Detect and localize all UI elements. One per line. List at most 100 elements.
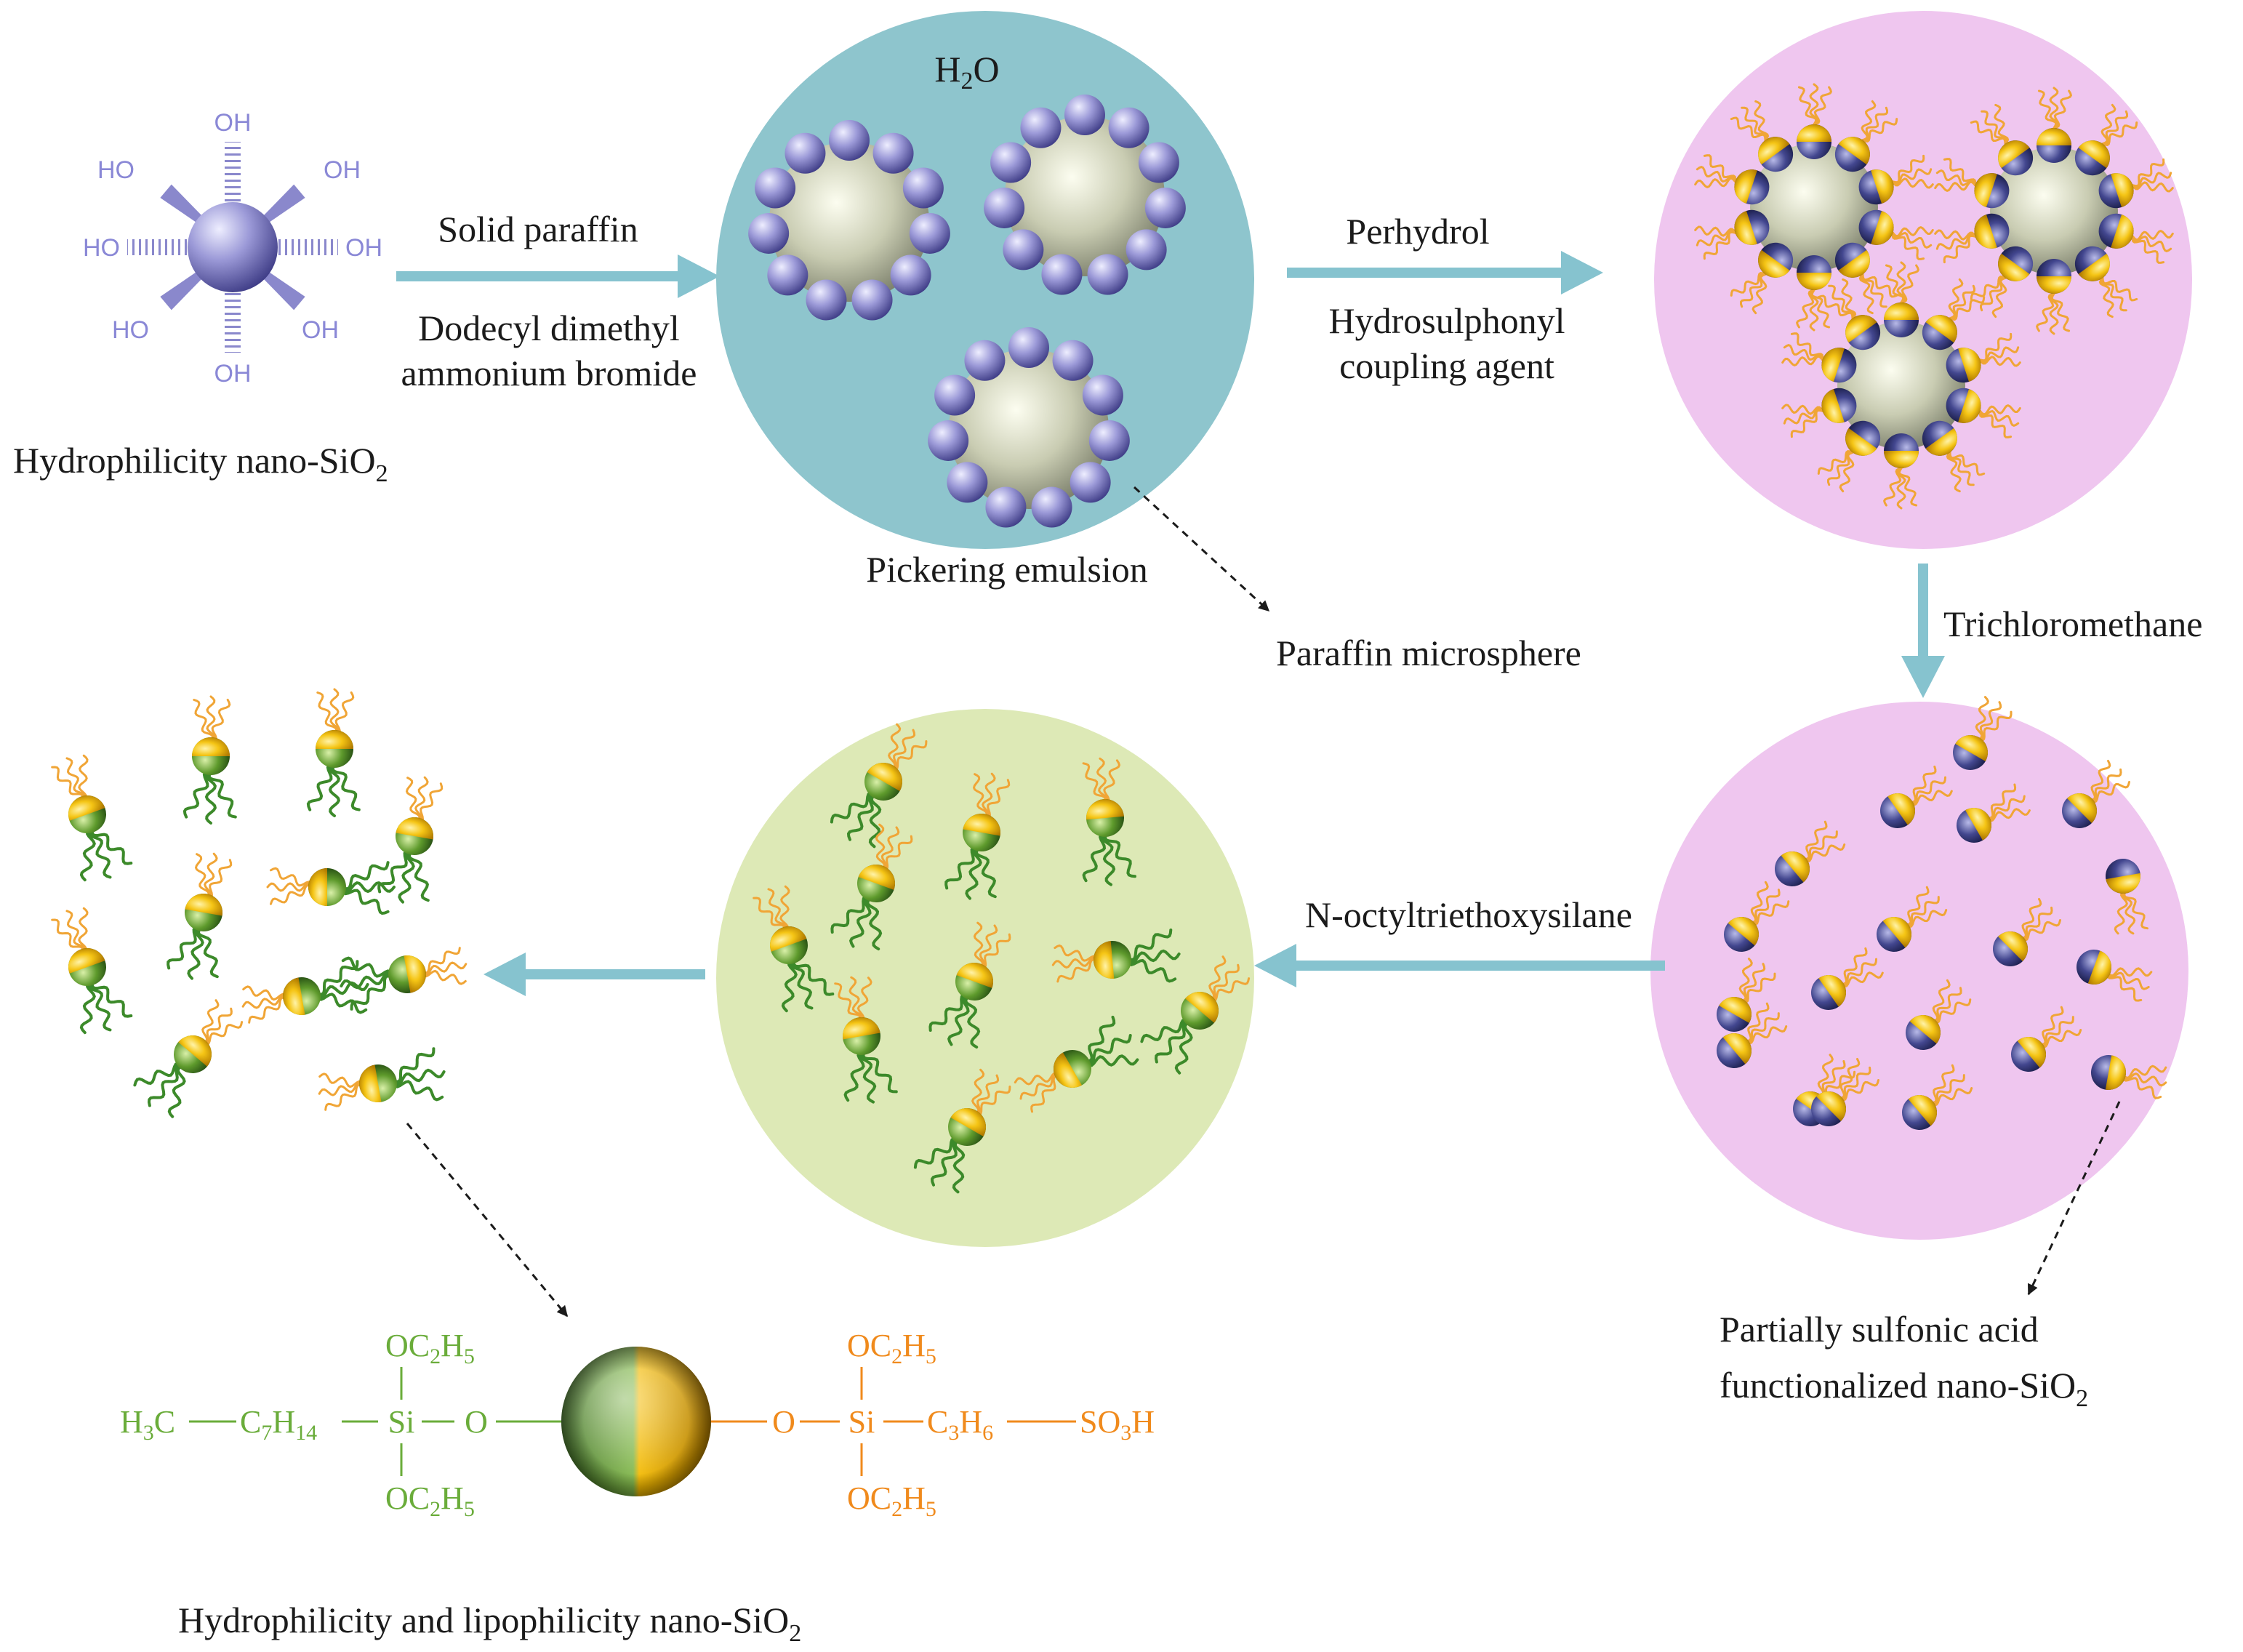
alkyl-chain — [420, 969, 467, 985]
alkyl-chain — [2098, 276, 2114, 318]
alkyl-chain — [1970, 120, 2007, 145]
alkyl-chain — [314, 981, 369, 999]
janus-bead — [1906, 1015, 1941, 1050]
alkyl-chain — [241, 995, 289, 1009]
alkyl-chain — [1929, 1087, 1973, 1107]
pickering-emulsion-caption: Pickering emulsion — [866, 549, 1147, 590]
silica-bead — [947, 462, 988, 503]
step1-reagent-line2: ammonium bromide — [401, 353, 697, 393]
alkyl-chain — [1929, 1064, 1955, 1104]
janus-bead — [1946, 348, 1981, 383]
alkyl-chain — [1744, 1002, 1770, 1043]
alkyl-chain — [1861, 100, 1877, 142]
janus-bead — [1717, 997, 1752, 1032]
janus-bead — [1181, 992, 1219, 1030]
sulfonic-particle — [1953, 696, 2013, 770]
alkyl-chain — [1781, 404, 1824, 415]
alkyl-chain — [1978, 346, 2020, 364]
alkyl-chain — [1858, 273, 1874, 315]
alkyl-chain — [1943, 158, 1977, 187]
janus-bead — [864, 763, 902, 801]
janus-bead — [1845, 315, 1881, 350]
alkyl-chain — [1125, 929, 1173, 961]
alkyl-chain — [1754, 100, 1770, 142]
alkyl-chain — [209, 699, 231, 743]
janus-bead — [770, 926, 808, 964]
alkyl-chain — [1908, 776, 1946, 805]
alkyl-chain — [1943, 234, 1977, 264]
alkyl-chain — [1980, 276, 2007, 312]
alkyl-chain — [2101, 121, 2138, 146]
sulfonic-particle — [1880, 765, 1953, 828]
sulfonic-particle — [2077, 950, 2153, 1002]
alkyl-chain — [1083, 1034, 1132, 1065]
silica-bead — [1064, 95, 1105, 135]
alkyl-chain — [1740, 273, 1767, 308]
janus-bead — [1734, 169, 1770, 205]
alkyl-chain — [1174, 1020, 1193, 1075]
alkyl-chain — [972, 773, 988, 819]
alkyl-chain — [1102, 759, 1121, 805]
sulfonic-particle — [1717, 1002, 1788, 1068]
alkyl-chain — [1054, 944, 1099, 963]
janus-particle-icon — [561, 1347, 711, 1496]
alkyl-chain — [2049, 292, 2059, 335]
janus-bead — [359, 1064, 397, 1102]
janus-bead — [1998, 140, 2034, 176]
alkyl-chain — [781, 957, 798, 1013]
alkyl-chain — [1797, 86, 1818, 126]
alkyl-chain — [1975, 696, 1989, 742]
alkyl-chain — [834, 982, 862, 1023]
step4-arrowhead — [1254, 944, 1296, 987]
alkyl-chain — [930, 1138, 961, 1187]
janus-bead — [1922, 315, 1957, 350]
alkyl-chain — [182, 769, 212, 819]
alkyl-chain — [880, 835, 913, 871]
sulfonic-particle — [1906, 979, 1972, 1050]
alkyl-chain — [1900, 264, 1920, 304]
alkyl-chain — [340, 886, 390, 915]
alkyl-chain — [1790, 409, 1824, 438]
alkyl-chain — [2131, 181, 2174, 193]
alkyl-chain — [1981, 110, 2007, 145]
alkyl-chain — [1946, 451, 1962, 493]
alkyl-chain — [90, 826, 133, 865]
alkyl-chain — [830, 895, 873, 934]
alkyl-chain — [2088, 768, 2122, 802]
oc2h5-left-top: OC2H5 — [385, 1328, 475, 1368]
step3-reagent: Trichloromethane — [1943, 604, 2202, 644]
alkyl-chain — [2106, 971, 2143, 1002]
alkyl-chain — [204, 852, 218, 899]
silica-bead — [890, 254, 931, 296]
alkyl-chain — [1891, 231, 1925, 260]
alkyl-chain — [1931, 987, 1962, 1023]
amphiphilic-particle-icon — [1051, 929, 1181, 983]
janus-bead — [68, 795, 106, 833]
alkyl-chain — [318, 1082, 365, 1096]
alkyl-chain — [978, 924, 998, 969]
amphiphilic-particle-icon — [51, 754, 133, 882]
hydroxyl-label: HO — [97, 156, 135, 184]
alkyl-chain — [314, 992, 368, 1014]
alkyl-chain — [944, 845, 981, 890]
alkyl-chain — [866, 895, 883, 951]
alkyl-chain — [792, 957, 835, 996]
step4-reagent: N-octyltriethoxysilane — [1305, 894, 1632, 935]
janus-bead — [2074, 246, 2110, 281]
janus-bead — [1797, 255, 1831, 290]
final-caption: Hydrophilicity and lipophilicity nano-Si… — [178, 1600, 801, 1647]
alkyl-chain — [973, 1074, 1000, 1116]
amphiphilic-particle-icon — [133, 999, 244, 1118]
janus-bead — [174, 1035, 212, 1073]
alkyl-chain — [1744, 1025, 1788, 1045]
alkyl-chain — [1827, 451, 1854, 486]
sulfonic-particle — [1993, 898, 2061, 966]
alkyl-chain — [2101, 110, 2128, 145]
janus-bead — [192, 737, 230, 775]
silica-bead — [934, 374, 976, 416]
alkyl-chain — [848, 976, 863, 1023]
alkyl-chain — [2106, 967, 2153, 977]
amphiphilic-particle-icon — [928, 921, 1011, 1049]
janus-bead — [1717, 1033, 1752, 1068]
